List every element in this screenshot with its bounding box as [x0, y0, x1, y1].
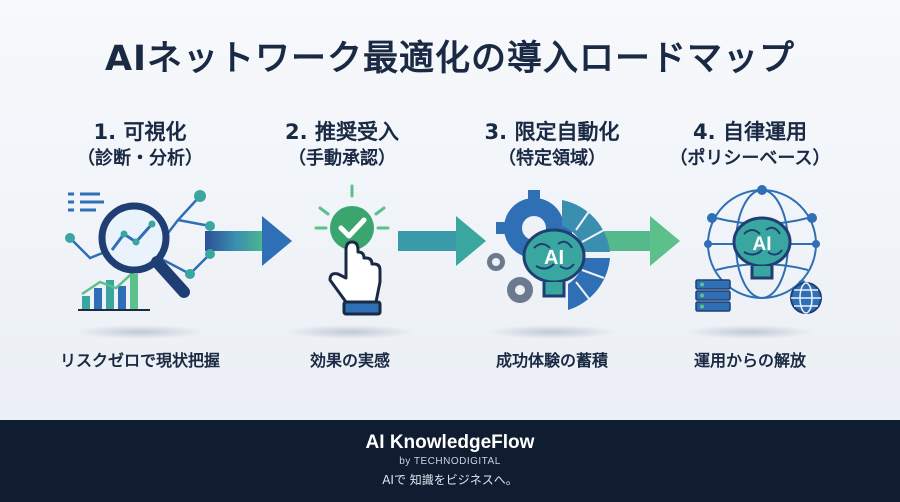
- step-3-title: 3. 限定自動化: [484, 120, 620, 144]
- step-2-title: 2. 推奨受入: [285, 120, 399, 144]
- arrow-1: [205, 216, 292, 266]
- footer: AI KnowledgeFlow by TECHNODIGITAL AIで 知識…: [0, 420, 900, 502]
- step-2-outcome: 効果の実感: [309, 351, 390, 370]
- step-1-subtitle: （診断・分析）: [77, 148, 203, 169]
- step-3-outcome: 成功体験の蓄積: [495, 351, 608, 370]
- magnifier-chart-icon: [65, 190, 215, 311]
- step-3-ai-badge: AI: [544, 247, 564, 269]
- step-4-ai-badge: AI: [753, 234, 772, 255]
- step-3-shadow: [487, 325, 617, 339]
- page-title: AIネットワーク最適化の導入ロードマップ: [104, 39, 796, 79]
- step-1-outcome: リスクゼロで現状把握: [59, 351, 220, 370]
- step-4-subtitle: （ポリシーベース）: [669, 148, 831, 169]
- brand-byline: by TECHNODIGITAL: [399, 456, 501, 467]
- flow-arrows: [205, 216, 680, 266]
- step-1: 1. 可視化 （診断・分析）: [40, 118, 240, 172]
- step-4-shadow: [685, 325, 815, 339]
- step-2: 2. 推奨受入 （手動承認）: [242, 118, 442, 172]
- step-2-shadow: [285, 325, 415, 339]
- hand-check-icon: [314, 184, 390, 316]
- step-4-title: 4. 自律運用: [693, 120, 807, 144]
- ai-globe-brain-icon: AI: [695, 185, 822, 314]
- step-1-shadow: [75, 325, 205, 339]
- brand-tagline: AIで 知識をビジネスへ。: [382, 473, 518, 487]
- step-3-subtitle: （特定領域）: [498, 148, 606, 169]
- arrow-2: [398, 216, 486, 266]
- arrow-3: [600, 216, 680, 266]
- step-2-subtitle: （手動承認）: [288, 148, 396, 169]
- ai-gear-brain-icon: AI: [487, 190, 610, 310]
- step-1-title: 1. 可視化: [93, 120, 187, 144]
- step-4: 4. 自律運用 （ポリシーベース）: [650, 118, 850, 172]
- step-4-outcome: 運用からの解放: [693, 351, 806, 370]
- step-3: 3. 限定自動化 （特定領域）: [452, 118, 652, 172]
- brand-name: AI KnowledgeFlow: [365, 432, 535, 453]
